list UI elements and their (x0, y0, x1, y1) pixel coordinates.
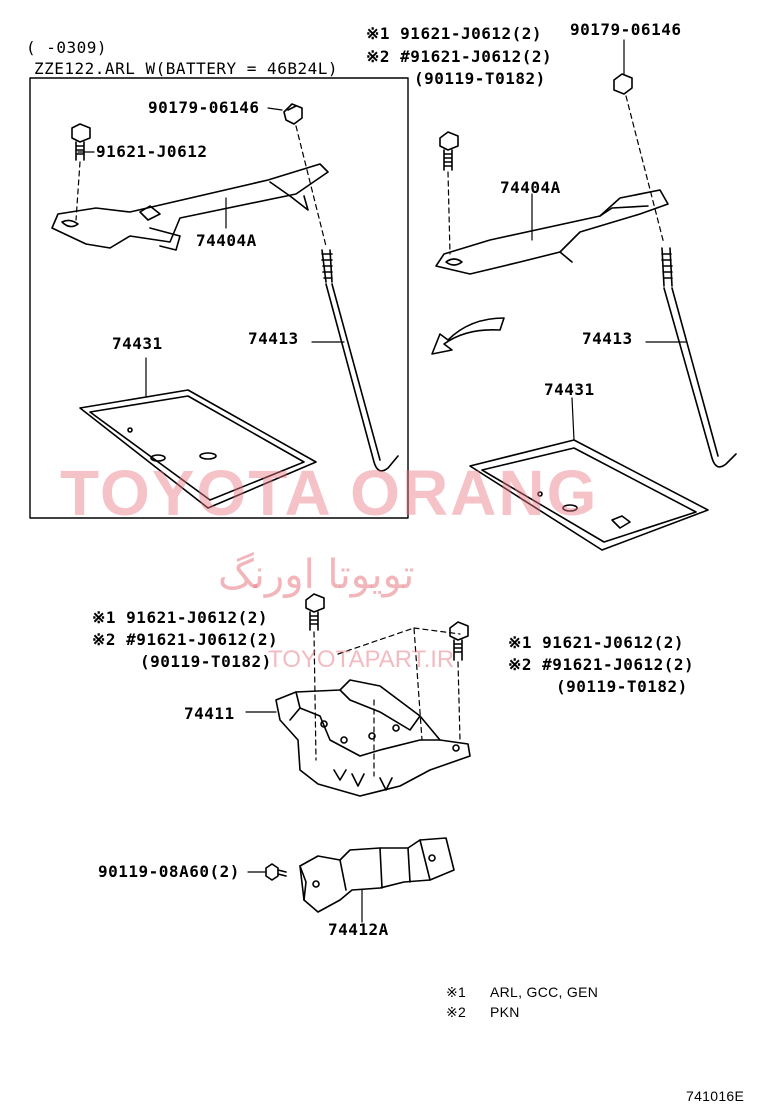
part-number-90119-08a60[interactable]: 90119-08A60(2) (98, 862, 240, 881)
legend-text-1: ARL, GCC, GEN (490, 984, 599, 1000)
carrier-bolt-right (449, 621, 469, 661)
rod-part-right (661, 247, 737, 468)
legend-mark-1: ※1 (446, 984, 467, 1000)
figure-id: 741016E (686, 1088, 745, 1104)
bolt-part-right (439, 131, 459, 171)
tray-part (79, 389, 317, 509)
condition-label: ZZE122.ARL W(BATTERY = 46B24L) (34, 59, 338, 78)
watermark-main: TOYOTA ORANG (60, 457, 599, 529)
clamp-part-right (435, 189, 669, 275)
bolt-part (71, 123, 91, 161)
nut-part (283, 103, 303, 125)
carrier-left-bolt-line-1[interactable]: ※1 91621-J0612(2) (92, 608, 269, 627)
clamp-part (51, 163, 329, 251)
watermark-persian: تویوتا اورنگ (218, 552, 415, 598)
legend-text-2: PKN (490, 1004, 520, 1020)
stay-part (299, 837, 455, 913)
variant-frame (29, 77, 409, 519)
carrier-left-bolt-line-2[interactable]: ※2 #91621-J0612(2) (92, 630, 279, 649)
stay-bolt (265, 863, 287, 881)
carrier-right-bolt-line-2[interactable]: ※2 #91621-J0612(2) (508, 655, 695, 674)
right-part-number-90179-06146[interactable]: 90179-06146 (570, 20, 682, 39)
part-number-91621-j0612[interactable]: 91621-J0612 (96, 142, 208, 161)
period-label: ( -0309) (26, 38, 108, 57)
part-number-74413[interactable]: 74413 (248, 329, 299, 348)
right-part-number-74413[interactable]: 74413 (582, 329, 633, 348)
watermark-site: TOYOTAPART.IR (268, 646, 455, 673)
right-bolt-line-2[interactable]: ※2 #91621-J0612(2) (366, 47, 553, 66)
right-part-number-74404a[interactable]: 74404A (500, 178, 561, 197)
rod-part (321, 249, 399, 472)
right-part-number-74431[interactable]: 74431 (544, 380, 595, 399)
carrier-left-bolt-line-3[interactable]: (90119-T0182) (140, 652, 272, 671)
legend-mark-2: ※2 (446, 1004, 467, 1020)
carrier-right-bolt-line-1[interactable]: ※1 91621-J0612(2) (508, 633, 685, 652)
carrier-bolt-left (305, 593, 325, 631)
part-number-74411[interactable]: 74411 (184, 704, 235, 723)
carrier-right-bolt-line-3[interactable]: (90119-T0182) (556, 677, 688, 696)
carrier-part (275, 679, 471, 797)
part-number-74404a[interactable]: 74404A (196, 231, 257, 250)
part-number-74431[interactable]: 74431 (112, 334, 163, 353)
part-number-74412a[interactable]: 74412A (328, 920, 389, 939)
tray-part-right (469, 439, 709, 551)
part-number-90179-06146[interactable]: 90179-06146 (148, 98, 260, 117)
nut-part-right (613, 73, 633, 95)
right-bolt-line-3[interactable]: (90119-T0182) (414, 69, 546, 88)
direction-arrow (431, 317, 505, 355)
right-bolt-line-1[interactable]: ※1 91621-J0612(2) (366, 24, 543, 43)
